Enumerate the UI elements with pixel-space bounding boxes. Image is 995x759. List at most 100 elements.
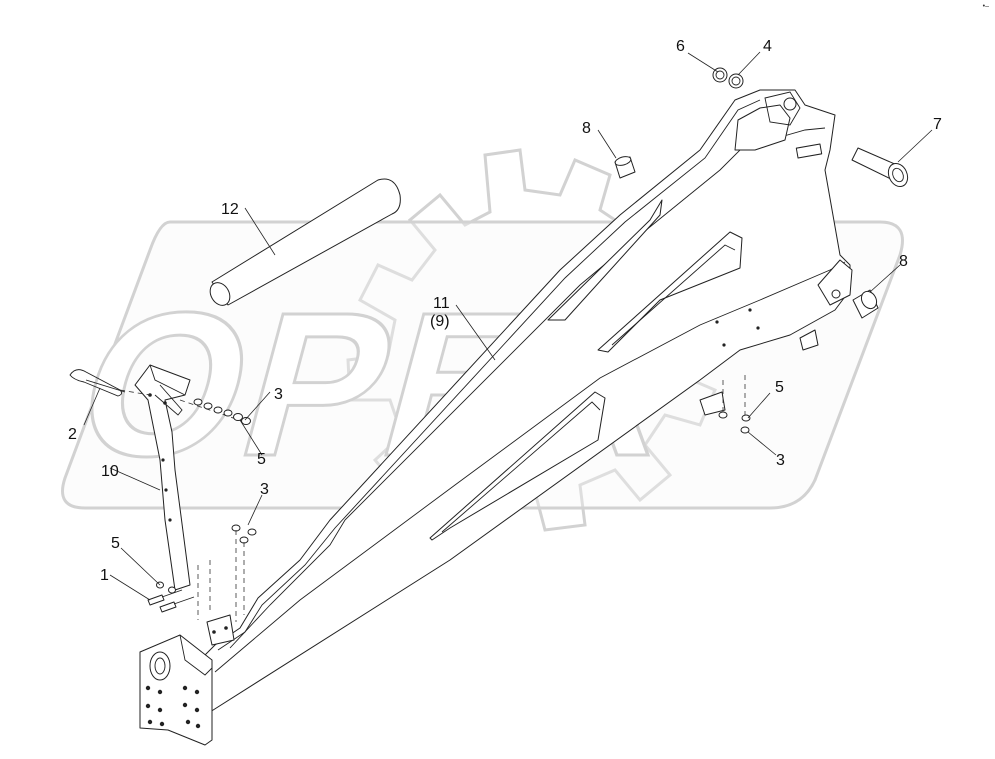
label-10: 10 — [101, 463, 119, 480]
boom-slot-upper-inner — [611, 244, 736, 346]
nut — [233, 413, 243, 421]
bracket-hole — [212, 630, 216, 634]
stand-flange — [154, 384, 183, 416]
bolt — [147, 594, 165, 606]
washer — [168, 586, 176, 594]
plate-hole — [182, 685, 188, 691]
label-4: 4 — [763, 38, 772, 55]
bushings — [614, 156, 879, 319]
boom-fasteners — [718, 375, 751, 434]
stand-hole — [164, 488, 168, 492]
tube — [209, 178, 401, 306]
top-washers — [712, 67, 744, 89]
nut — [247, 528, 257, 536]
label-7: 7 — [933, 116, 942, 133]
label-5c: 5 — [775, 379, 784, 396]
boom-head-lug — [764, 91, 801, 126]
stand-leg — [134, 364, 191, 591]
boom-bracket-mid — [699, 391, 726, 416]
plate-hole — [145, 685, 151, 691]
boom-hole — [748, 308, 752, 312]
label-6: 6 — [676, 38, 685, 55]
boom-lower-end-lug — [817, 259, 853, 306]
plate-hole — [194, 707, 200, 713]
stand-top-edge — [149, 364, 186, 396]
nut — [718, 411, 728, 419]
plate-hole — [159, 721, 165, 727]
washer-6-inner — [715, 70, 725, 80]
label-3a: 3 — [274, 386, 283, 403]
boom-top-edge — [217, 99, 761, 651]
boom-head-pin-hole — [783, 97, 797, 111]
plate-body — [139, 634, 213, 746]
stand-hole — [163, 401, 167, 405]
pin-head-inner — [892, 167, 904, 183]
boom-hole — [715, 320, 719, 324]
plate-hole — [182, 702, 188, 708]
stand-body — [134, 364, 191, 591]
bracket-hole — [224, 626, 228, 630]
washer — [203, 402, 213, 410]
label-9: (9) — [430, 313, 450, 330]
boom-bracket-lower — [206, 614, 235, 646]
leader-lines — [83, 51, 933, 601]
plate-boss-inner — [154, 657, 166, 675]
boom-slot-mid — [547, 199, 663, 321]
label-1: 1 — [100, 567, 109, 584]
stand-fasteners — [147, 398, 257, 622]
plate-hole — [185, 719, 191, 725]
nut — [241, 417, 251, 425]
boom-head-bracket — [734, 104, 791, 151]
plate-hole — [194, 689, 200, 695]
callout-labels: 6 4 8 7 8 12 11 (9) 3 5 2 10 3 5 1 5 3 — [68, 38, 942, 584]
label-8b: 8 — [899, 253, 908, 270]
plate-boss — [149, 651, 171, 681]
boom-body — [199, 89, 851, 716]
main-boom — [199, 89, 853, 716]
label-8a: 8 — [582, 120, 591, 137]
corner-mark: •– — [982, 3, 989, 10]
plate-hole — [145, 703, 151, 709]
washer — [193, 398, 203, 406]
boom-bracket-right — [799, 329, 819, 351]
clip-pin-shaft — [85, 379, 126, 393]
pivot-pin — [851, 147, 909, 188]
nut — [740, 426, 750, 434]
tube-body — [211, 178, 401, 306]
plate-hole — [157, 689, 163, 695]
plate-hole — [157, 707, 163, 713]
boom-hole — [722, 343, 726, 347]
bolt — [159, 601, 177, 613]
label-3c: 3 — [776, 452, 785, 469]
pin-head — [887, 162, 909, 188]
stand-hole — [168, 518, 172, 522]
boom-lower-edge — [214, 261, 846, 673]
boom-slot-lower-inner — [441, 401, 601, 533]
stand-hole — [161, 458, 165, 462]
label-2: 2 — [68, 426, 77, 443]
washer-4 — [728, 73, 744, 89]
label-5a: 5 — [257, 451, 266, 468]
tube-end — [209, 282, 231, 306]
plate-hole — [147, 719, 153, 725]
label-12: 12 — [221, 201, 239, 218]
clip-pin — [69, 369, 151, 397]
washer — [741, 414, 751, 422]
attachment-plate — [139, 614, 235, 746]
washer-4-inner — [731, 76, 741, 86]
plate-hole — [195, 723, 201, 729]
bushing-upper-end — [614, 156, 632, 166]
bolt-shaft — [173, 596, 195, 605]
boom-head-window — [795, 143, 823, 159]
boom-hole — [756, 326, 760, 330]
label-3b: 3 — [260, 481, 269, 498]
label-11: 11 — [433, 295, 450, 312]
washer — [223, 409, 233, 417]
plate-edge — [179, 634, 213, 676]
washer — [213, 406, 223, 414]
bushing-right-end — [860, 290, 878, 310]
boom-lower-end-hole — [831, 289, 841, 299]
label-5b: 5 — [111, 535, 120, 552]
clip-pin-loop — [69, 369, 123, 397]
